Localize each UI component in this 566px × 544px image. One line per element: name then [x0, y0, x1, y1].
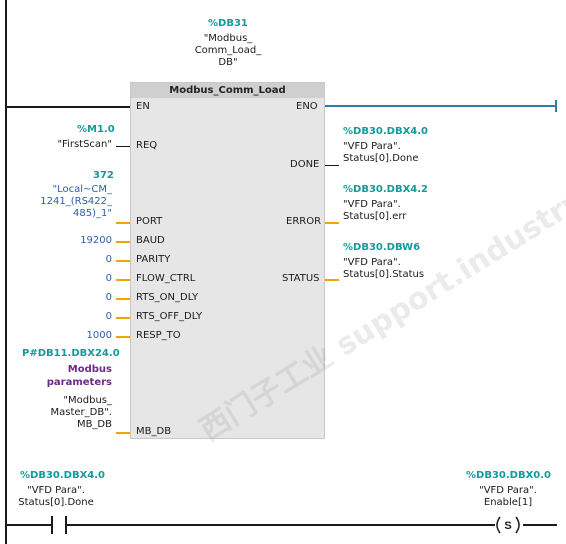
baud-value[interactable]: 19200 [80, 235, 112, 246]
pin-rts-on-dly: RTS_ON_DLY [136, 292, 199, 303]
coil-type-label: S [504, 520, 511, 532]
parity-stub [116, 260, 130, 262]
port-symbol[interactable]: "Local~CM_ 1241_(RS422_ 485)_1" [40, 184, 112, 219]
eno-wire-end [555, 100, 557, 112]
rts-off-stub [116, 317, 130, 319]
rts-on-stub [116, 298, 130, 300]
instance-db-name: "Modbus_ Comm_Load_ DB" [194, 33, 262, 68]
pin-req: REQ [136, 140, 158, 151]
port-stub [116, 222, 130, 224]
error-stub [325, 222, 339, 224]
flow-ctrl-value[interactable]: 0 [105, 273, 112, 284]
status-address[interactable]: %DB30.DBW6 [343, 242, 421, 253]
pin-resp-to: RESP_TO [136, 330, 181, 341]
en-wire [7, 106, 130, 108]
pin-port: PORT [136, 216, 163, 227]
mb-db-comment: Modbus parameters [46, 364, 112, 388]
resp-stub [116, 336, 130, 338]
req-symbol[interactable]: "FirstScan" [57, 139, 112, 150]
block-title: Modbus_Comm_Load [131, 83, 324, 98]
pin-flow-ctrl: FLOW_CTRL [136, 273, 196, 284]
eno-wire [325, 105, 557, 107]
done-address[interactable]: %DB30.DBX4.0 [343, 126, 429, 137]
rts-on-dly-value[interactable]: 0 [105, 292, 112, 303]
rung2-wire-mid [67, 524, 495, 526]
pin-error: ERROR [286, 216, 322, 227]
rts-off-dly-value[interactable]: 0 [105, 311, 112, 322]
mb-db-stub [116, 432, 130, 434]
pin-en: EN [136, 101, 150, 112]
pin-eno: ENO [296, 101, 318, 112]
coil-symbol[interactable]: "VFD Para". Enable[1] [479, 485, 537, 508]
pin-parity: PARITY [136, 254, 171, 265]
left-power-rail [5, 0, 7, 544]
error-address[interactable]: %DB30.DBX4.2 [343, 184, 429, 195]
set-coil[interactable]: S [493, 515, 523, 535]
no-contact-right-bar [65, 516, 67, 534]
pin-baud: BAUD [136, 235, 165, 246]
status-stub [325, 279, 339, 281]
modbus-comm-load-block[interactable]: Modbus_Comm_Load [130, 82, 325, 439]
done-symbol[interactable]: "VFD Para". Status[0].Done [343, 141, 419, 164]
done-stub [325, 165, 339, 166]
pin-status: STATUS [282, 273, 320, 284]
status-symbol[interactable]: "VFD Para". Status[0].Status [343, 257, 425, 280]
pin-mb-db: MB_DB [136, 426, 172, 437]
mb-db-address[interactable]: P#DB11.DBX24.0 [22, 348, 120, 359]
error-symbol[interactable]: "VFD Para". Status[0].err [343, 199, 407, 222]
contact-symbol[interactable]: "VFD Para". Status[0].Done [18, 485, 94, 508]
pin-done: DONE [290, 159, 320, 170]
rung2-wire-right [523, 524, 557, 526]
parity-value[interactable]: 0 [105, 254, 112, 265]
coil-address[interactable]: %DB30.DBX0.0 [466, 470, 552, 481]
instance-db-address: %DB31 [208, 18, 248, 29]
rung2-wire-left [7, 524, 51, 526]
port-value[interactable]: 372 [93, 170, 114, 181]
contact-address[interactable]: %DB30.DBX4.0 [20, 470, 106, 481]
no-contact-left-bar [51, 516, 53, 534]
pin-rts-off-dly: RTS_OFF_DLY [136, 311, 203, 322]
flow-stub [116, 279, 130, 281]
mb-db-symbol[interactable]: "Modbus_ Master_DB". MB_DB [50, 395, 113, 430]
baud-stub [116, 241, 130, 243]
req-address[interactable]: %M1.0 [77, 124, 115, 135]
resp-to-value[interactable]: 1000 [86, 330, 112, 341]
req-stub [116, 146, 130, 147]
